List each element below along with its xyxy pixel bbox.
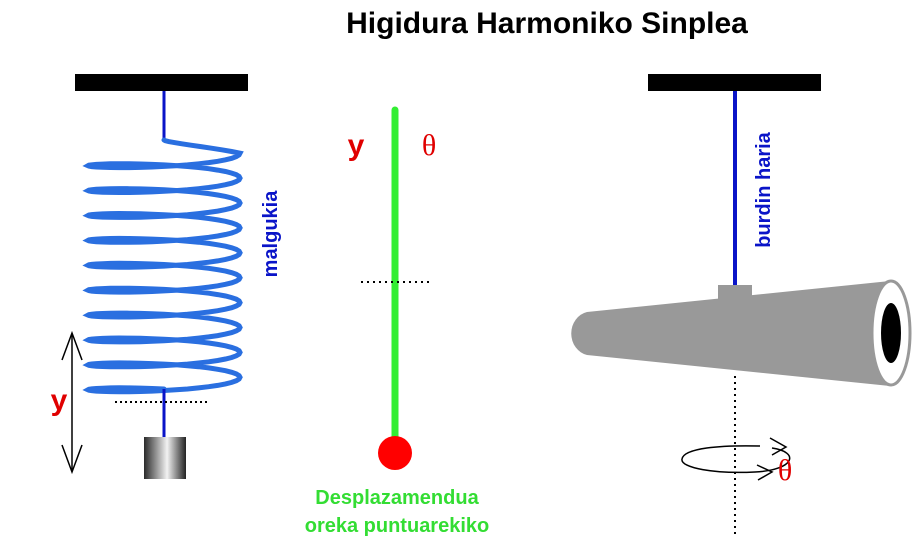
- rotation-arrow: [681, 437, 791, 481]
- red-bob: [378, 436, 412, 470]
- hanging-mass: [144, 437, 186, 479]
- cone-mount: [718, 285, 752, 305]
- torsion-pendulum: burdin haria θ: [571, 74, 912, 538]
- torsion-theta-symbol: θ: [778, 454, 792, 487]
- cone-end-hole: [881, 303, 901, 363]
- y-symbol: y: [348, 129, 365, 162]
- diagram-title: Higidura Harmoniko Sinplea: [346, 7, 748, 40]
- torsion-ceiling-support: [648, 74, 821, 91]
- spring-ceiling-support: [75, 74, 248, 91]
- caption-line-2: oreka puntuarekiko: [305, 515, 490, 537]
- cone-body: [571, 281, 890, 386]
- displacement-indicator: y θ Desplazamendua oreka puntuarekiko: [305, 106, 490, 537]
- displacement-double-arrow: [61, 330, 83, 475]
- spring-oscillator: y malgukia: [51, 74, 282, 479]
- theta-symbol: θ: [422, 129, 436, 162]
- iron-wire-label: burdin haria: [753, 131, 775, 247]
- spring-label: malgukia: [260, 190, 282, 278]
- caption-line-1: Desplazamendua: [315, 487, 479, 509]
- spring-displacement-label: y: [51, 384, 68, 417]
- spring-coil: [82, 137, 244, 395]
